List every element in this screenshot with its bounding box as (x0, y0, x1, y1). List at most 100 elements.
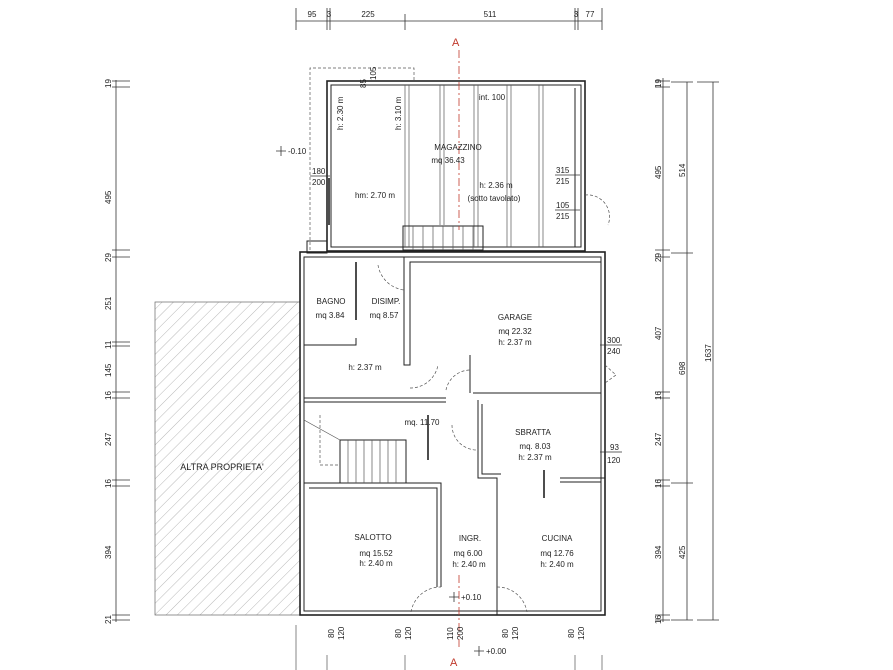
svg-text:200: 200 (456, 626, 465, 640)
annex-outline (309, 67, 415, 250)
svg-text:GARAGE: GARAGE (498, 313, 532, 322)
dim-chain-right-2: 514 698 425 (671, 81, 693, 621)
svg-text:DISIMP.: DISIMP. (372, 297, 401, 306)
svg-text:16: 16 (654, 391, 663, 400)
svg-text:h: 2.37 m: h: 2.37 m (348, 363, 382, 372)
svg-text:3: 3 (327, 10, 332, 19)
room-disimp: DISIMP. mq 8.57 h: 2.37 m (348, 297, 400, 372)
svg-text:11: 11 (104, 340, 113, 349)
svg-text:16: 16 (104, 391, 113, 400)
svg-text:SBRATTA: SBRATTA (515, 428, 551, 437)
svg-text:120: 120 (607, 456, 621, 465)
chimney (306, 240, 328, 254)
room-note: (sotto tavolato) (468, 194, 521, 203)
dim-chain-right-1: 19 495 29 407 16 247 16 394 16 (654, 78, 670, 624)
svg-text:300: 300 (607, 336, 621, 345)
svg-text:80: 80 (327, 629, 336, 638)
svg-text:394: 394 (104, 545, 113, 559)
svg-text:105: 105 (556, 201, 570, 210)
svg-text:251: 251 (104, 296, 113, 310)
svg-text:mq 8.57: mq 8.57 (370, 311, 399, 320)
magazzino-stairs (402, 225, 484, 251)
svg-text:511: 511 (484, 10, 497, 19)
svg-text:BAGNO: BAGNO (317, 297, 346, 306)
room-sbratta: SBRATTA mq. 8.03 h: 2.37 m (515, 428, 552, 462)
svg-text:16: 16 (654, 615, 663, 624)
svg-text:85: 85 (359, 79, 368, 88)
svg-text:h: 2.40 m: h: 2.40 m (540, 560, 574, 569)
svg-text:19: 19 (104, 79, 113, 88)
svg-text:407: 407 (654, 326, 663, 340)
room-magazzino: MAGAZZINO mq 36.43 h: 2.36 m (sotto tavo… (336, 93, 521, 203)
svg-text:93: 93 (610, 443, 619, 452)
dim-chain-left: 19 495 29 251 11 145 16 247 16 394 21 (104, 79, 130, 624)
main-walls (299, 251, 606, 616)
room-area: mq 36.43 (431, 156, 465, 165)
svg-text:77: 77 (586, 10, 595, 19)
other-property-label: ALTRA PROPRIETA' (180, 462, 264, 472)
magazzino-walls (326, 80, 586, 252)
level-marker-ext: -0.10 (276, 146, 307, 156)
dim-chain-right-3: 1637 (697, 81, 719, 621)
svg-text:+0.00: +0.00 (486, 647, 507, 656)
svg-text:145: 145 (104, 363, 113, 377)
svg-text:29: 29 (654, 253, 663, 262)
svg-text:80: 80 (501, 629, 510, 638)
svg-text:80: 80 (567, 629, 576, 638)
svg-text:SALOTTO: SALOTTO (354, 533, 391, 542)
room-name: MAGAZZINO (434, 143, 482, 152)
level-marker-ground: +0.00 (474, 646, 507, 656)
svg-text:425: 425 (678, 545, 687, 559)
svg-text:240: 240 (607, 347, 621, 356)
svg-text:698: 698 (678, 361, 687, 375)
svg-text:95: 95 (308, 10, 317, 19)
section-label-top: A (452, 37, 460, 49)
svg-text:247: 247 (654, 432, 663, 446)
room-bagno: BAGNO mq 3.84 (316, 297, 346, 320)
hall-area: mq. 11.70 (405, 418, 441, 427)
svg-text:mq 15.52: mq 15.52 (359, 549, 393, 558)
svg-text:495: 495 (104, 190, 113, 204)
room-salotto: SALOTTO mq 15.52 h: 2.40 m (354, 533, 393, 568)
svg-text:mq 3.84: mq 3.84 (316, 311, 345, 320)
svg-text:INGR.: INGR. (459, 534, 481, 543)
svg-text:315: 315 (556, 166, 570, 175)
svg-text:120: 120 (404, 626, 413, 640)
room-h2: h: 3.10 m (394, 96, 403, 130)
svg-text:+0.10: +0.10 (461, 593, 482, 602)
svg-text:120: 120 (577, 626, 586, 640)
svg-text:215: 215 (556, 212, 570, 221)
svg-text:-0.10: -0.10 (288, 147, 307, 156)
svg-text:105: 105 (369, 66, 378, 80)
svg-text:mq. 8.03: mq. 8.03 (519, 442, 551, 451)
section-label-bottom: A (450, 657, 458, 669)
svg-text:21: 21 (104, 615, 113, 624)
svg-text:120: 120 (337, 626, 346, 640)
other-property-area (154, 301, 301, 616)
dim-chain-top: 95 3 225 511 3 77 (295, 8, 603, 30)
svg-text:200: 200 (312, 178, 326, 187)
svg-text:120: 120 (511, 626, 520, 640)
main-stairs (303, 415, 407, 484)
room-h1: h: 2.30 m (336, 96, 345, 130)
svg-text:215: 215 (556, 177, 570, 186)
svg-text:mq 6.00: mq 6.00 (454, 549, 483, 558)
door-swings (377, 264, 617, 613)
svg-text:247: 247 (104, 432, 113, 446)
opening-labels: 180 200 315 215 105 215 85 105 300 240 9… (310, 66, 622, 640)
svg-text:180: 180 (312, 167, 326, 176)
svg-text:394: 394 (654, 545, 663, 559)
svg-text:mq 22.32: mq 22.32 (498, 327, 532, 336)
svg-text:h: 2.40 m: h: 2.40 m (359, 559, 393, 568)
svg-text:495: 495 (654, 165, 663, 179)
svg-text:h: 2.37 m: h: 2.37 m (518, 453, 552, 462)
level-marker-ingr: +0.10 (449, 592, 482, 602)
room-ingr: INGR. mq 6.00 h: 2.40 m (452, 534, 486, 569)
room-cucina: CUCINA mq 12.76 h: 2.40 m (540, 534, 574, 569)
svg-text:16: 16 (104, 479, 113, 488)
svg-text:514: 514 (678, 163, 687, 177)
svg-text:h: 2.37 m: h: 2.37 m (498, 338, 532, 347)
svg-text:h: 2.40 m: h: 2.40 m (452, 560, 486, 569)
svg-text:3: 3 (574, 10, 579, 19)
